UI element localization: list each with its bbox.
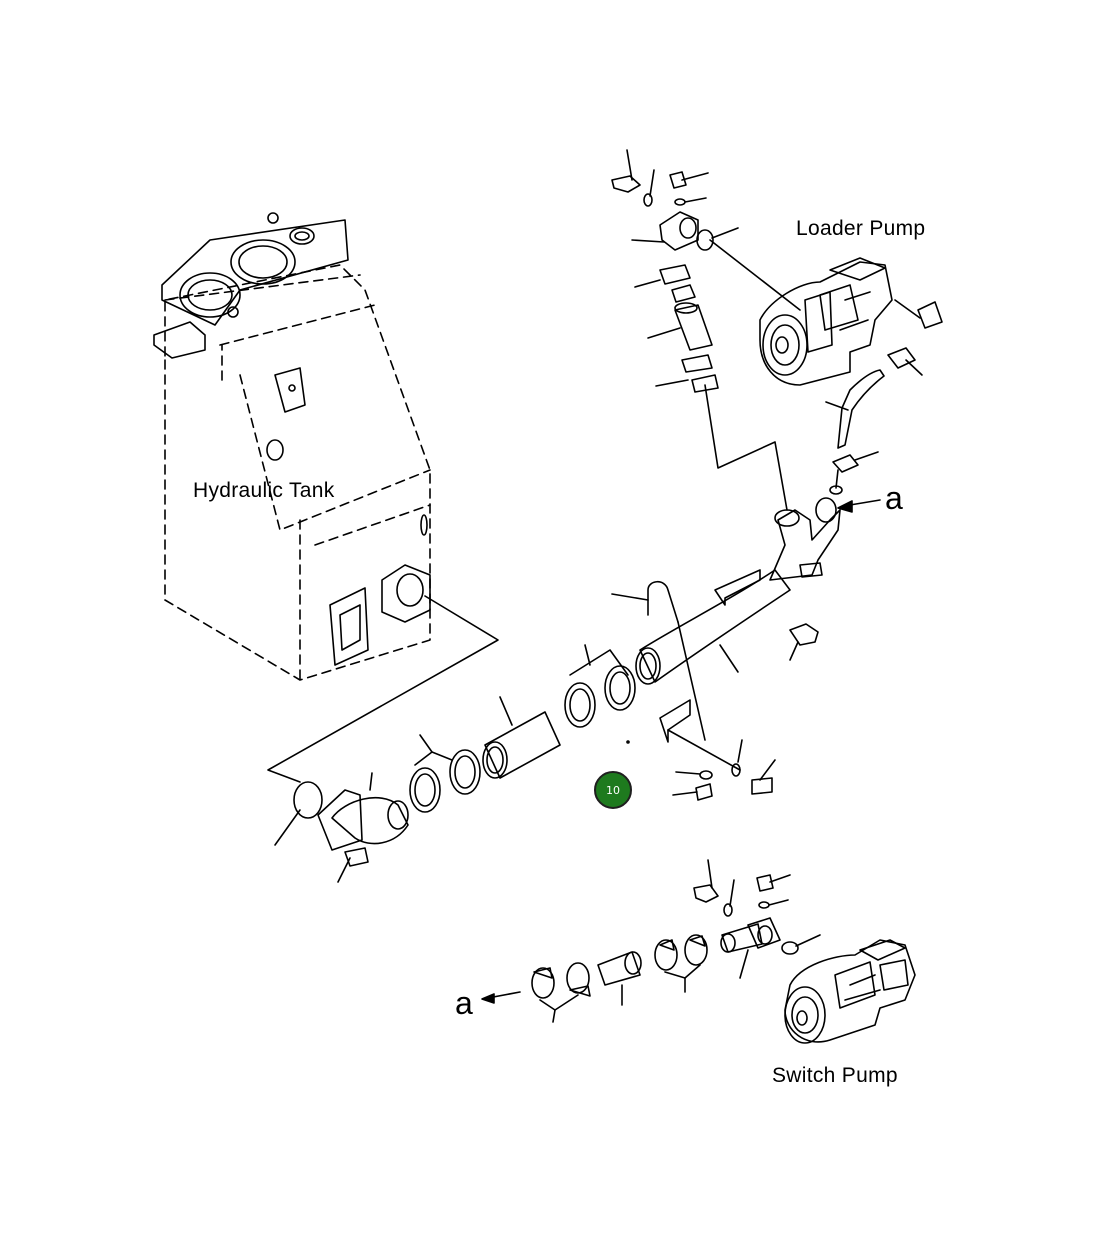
washers-nuts [673, 740, 775, 800]
hydraulic-tank-label: Hydraulic Tank [193, 479, 335, 502]
loader-pump [760, 258, 942, 494]
leader-lines-tank [268, 596, 498, 782]
hose-clamps-middle [565, 645, 635, 727]
switch-pump-fittings [482, 860, 820, 1022]
y-branch-pipe [770, 498, 880, 580]
rubber-hose-main [483, 697, 560, 778]
callout-number: 10 [606, 783, 620, 797]
hydraulic-tank [154, 213, 430, 680]
u-bolt [612, 582, 705, 740]
connection-a-label-lower: a [455, 985, 473, 1021]
mounting-bracket [660, 570, 818, 770]
callout-10-marker[interactable]: 10 [594, 771, 632, 809]
loader-pump-label: Loader Pump [796, 217, 926, 240]
elbow-flange [318, 773, 408, 882]
loader-pump-fittings [612, 150, 800, 510]
hose-clamps-lower [410, 735, 480, 812]
switch-pump [785, 940, 915, 1043]
o-ring-tank [275, 782, 322, 845]
suction-tube [636, 570, 790, 684]
connection-a-label-upper: a [885, 480, 903, 516]
switch-pump-label: Switch Pump [772, 1064, 898, 1087]
